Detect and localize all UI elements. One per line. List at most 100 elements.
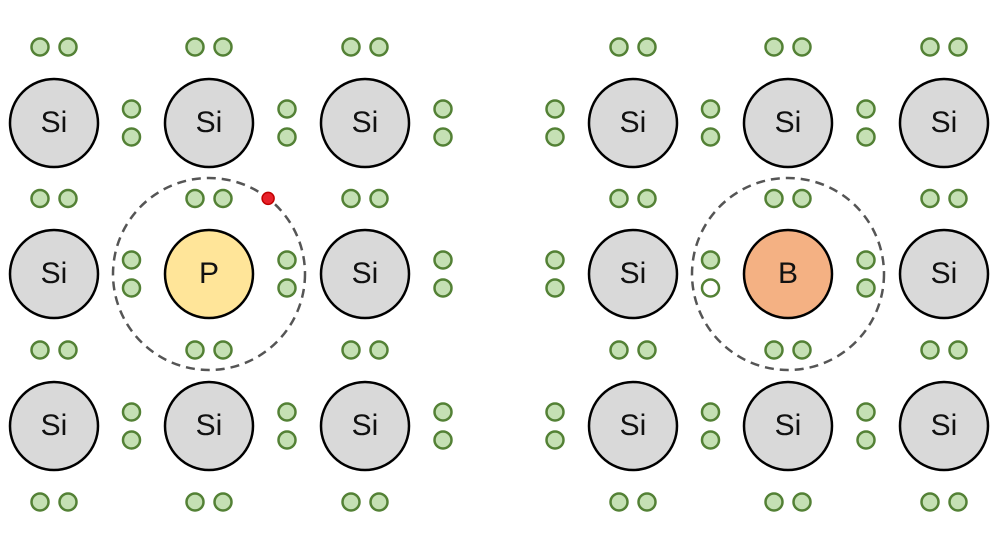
electron	[369, 188, 389, 209]
atom-circle	[8, 77, 100, 169]
silicon-atom: Si	[319, 228, 411, 320]
silicon-atom: Si	[8, 77, 100, 169]
silicon-atom: Si	[742, 380, 834, 472]
electron	[920, 37, 940, 57]
electron	[121, 99, 142, 119]
electron	[609, 188, 629, 209]
electron	[433, 99, 453, 119]
electron	[637, 188, 657, 209]
atom-circle	[742, 228, 834, 320]
electron	[545, 127, 565, 147]
electron	[121, 278, 142, 298]
electron	[213, 188, 233, 209]
silicon-atom: Si	[587, 228, 679, 320]
electron	[700, 430, 721, 450]
atom-circle	[587, 380, 679, 472]
electron	[213, 492, 233, 512]
electron	[369, 37, 389, 57]
silicon-atom: Si	[742, 77, 834, 169]
silicon-atom: Si	[898, 380, 990, 472]
electron	[213, 37, 233, 57]
electron	[545, 402, 565, 422]
atom-circle	[319, 77, 411, 169]
electron	[856, 278, 876, 298]
electron	[433, 430, 453, 450]
electron	[341, 340, 361, 360]
atom-label: B	[778, 257, 798, 290]
silicon-atom: Si	[319, 77, 411, 169]
electron	[545, 250, 565, 270]
atom-label: Si	[775, 409, 802, 442]
atom-label: Si	[775, 106, 802, 139]
atom-label: Si	[352, 409, 379, 442]
electron	[764, 188, 784, 209]
silicon-atom: Si	[163, 380, 255, 472]
electron	[277, 250, 297, 270]
atom-label: Si	[352, 106, 379, 139]
electron	[213, 340, 233, 360]
electron	[185, 188, 205, 209]
atom-circle	[898, 380, 990, 472]
electron	[948, 188, 968, 209]
electron	[277, 127, 297, 147]
electron	[637, 340, 657, 360]
electron	[792, 340, 812, 360]
atom-circle	[8, 380, 100, 472]
electron	[700, 402, 721, 422]
electron	[764, 37, 784, 57]
silicon-atom: Si	[587, 380, 679, 472]
dopant-boundary-dashed-circle	[111, 176, 307, 372]
electron	[856, 402, 876, 422]
electron	[58, 492, 78, 512]
electron	[637, 492, 657, 512]
electron	[433, 250, 453, 270]
atom-circle	[163, 380, 255, 472]
atom-label: Si	[41, 409, 68, 442]
electron	[545, 278, 565, 298]
atom-circle	[742, 380, 834, 472]
atom-circle	[163, 77, 255, 169]
electron	[856, 430, 876, 450]
electron	[948, 37, 968, 57]
electron	[121, 430, 142, 450]
electron	[948, 340, 968, 360]
atom-label: Si	[41, 106, 68, 139]
electron	[545, 430, 565, 450]
electron	[856, 127, 876, 147]
atom-label: Si	[931, 409, 958, 442]
electron	[185, 492, 205, 512]
electron	[58, 340, 78, 360]
silicon-atom: Si	[8, 380, 100, 472]
silicon-atom: Si	[587, 77, 679, 169]
atom-circle	[587, 228, 679, 320]
atom-label: Si	[620, 106, 647, 139]
electron	[277, 430, 297, 450]
electron	[920, 492, 940, 512]
electron	[30, 188, 50, 209]
electron	[341, 37, 361, 57]
electron	[341, 188, 361, 209]
atom-circle	[742, 77, 834, 169]
electron	[185, 37, 205, 57]
electron	[121, 127, 142, 147]
atom-circle	[319, 228, 411, 320]
electron	[341, 492, 361, 512]
atom-circle	[163, 228, 255, 320]
electron	[792, 37, 812, 57]
electron	[369, 340, 389, 360]
phosphorus-atom: P	[163, 228, 255, 320]
silicon-atom: Si	[898, 77, 990, 169]
electron	[764, 340, 784, 360]
electron	[792, 492, 812, 512]
electron	[920, 340, 940, 360]
electron	[30, 340, 50, 360]
silicon-atom: Si	[8, 228, 100, 320]
electron	[792, 188, 812, 209]
electron	[433, 278, 453, 298]
electron	[609, 492, 629, 512]
atom-label: Si	[41, 257, 68, 290]
atom-circle	[319, 380, 411, 472]
electron	[637, 37, 657, 57]
electron	[369, 492, 389, 512]
